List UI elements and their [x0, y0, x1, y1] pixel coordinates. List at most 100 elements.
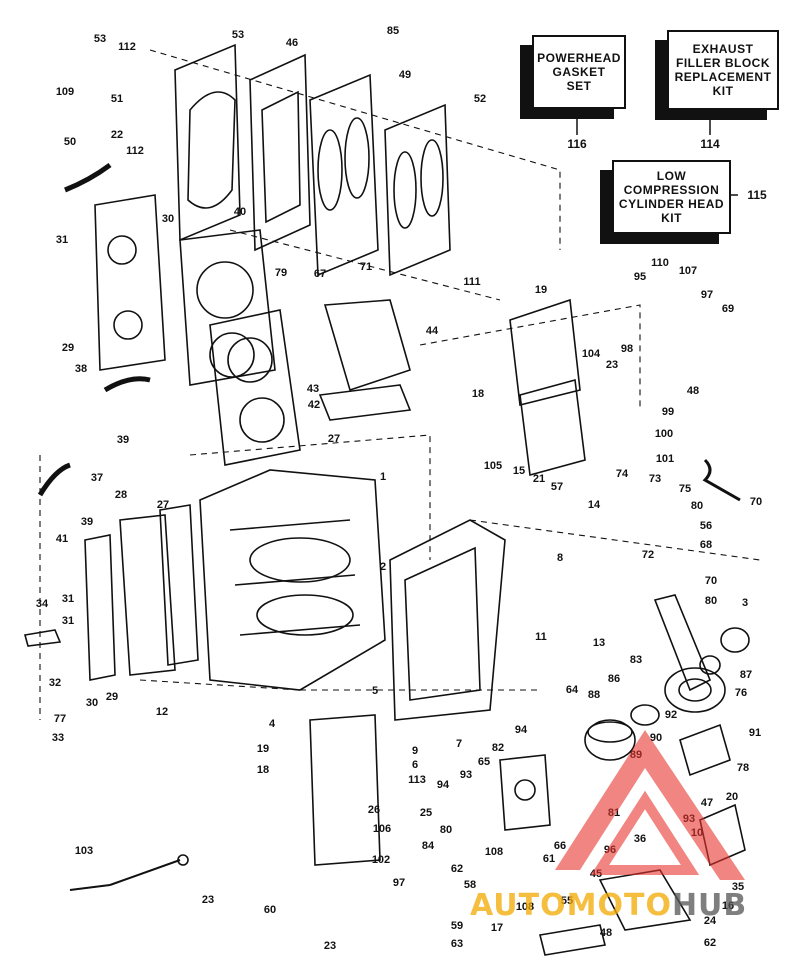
callout: 98 — [621, 343, 633, 355]
callout: 12 — [156, 706, 168, 718]
spark-plug — [23, 629, 62, 647]
kit-box-lowcomp-label: LOW COMPRESSION CYLINDER HEAD KIT — [618, 169, 725, 225]
callout: 88 — [588, 689, 600, 701]
callout: 101 — [656, 453, 674, 465]
callout: 47 — [701, 797, 713, 809]
callout: 6 — [412, 759, 418, 771]
callout: 42 — [308, 399, 320, 411]
callout: 30 — [162, 213, 174, 225]
callout: 33 — [52, 732, 64, 744]
callout: 112 — [118, 41, 136, 53]
callout: 31 — [62, 615, 74, 627]
cover-gasket — [249, 53, 311, 252]
callout: 46 — [286, 37, 298, 49]
callout: 41 — [56, 533, 68, 545]
callout: 22 — [111, 129, 123, 141]
callout: 70 — [750, 496, 762, 508]
callout: 111 — [463, 276, 480, 288]
callout: 15 — [513, 465, 525, 477]
callout: 2 — [380, 561, 386, 573]
callout: 16 — [722, 900, 734, 912]
callout: 85 — [387, 25, 399, 37]
callout: 32 — [49, 677, 61, 689]
callout: 8 — [557, 552, 563, 564]
callout: 31 — [56, 234, 68, 246]
callout: 38 — [75, 363, 87, 375]
callout: 52 — [474, 93, 486, 105]
callout: 11 — [535, 631, 547, 643]
callout: 21 — [533, 473, 545, 485]
callout: 58 — [464, 879, 476, 891]
callout: 23 — [202, 894, 214, 906]
kit-box-powerhead: POWERHEAD GASKET SET — [532, 35, 626, 109]
callout: 53 — [232, 29, 244, 41]
kit-lowcomp-ref: 115 — [747, 188, 767, 202]
callout: 61 — [543, 853, 555, 865]
fuel-hose — [37, 162, 741, 502]
callout: 84 — [422, 840, 435, 852]
watermark-part3: HUB — [671, 888, 748, 923]
callout: 19 — [257, 743, 269, 755]
callout: 60 — [264, 904, 276, 916]
callout: 51 — [111, 93, 123, 105]
callout: 34 — [36, 598, 49, 610]
callout: 56 — [700, 520, 712, 532]
callout: 67 — [314, 268, 326, 280]
callout: 64 — [566, 684, 579, 696]
callout: 40 — [234, 206, 246, 218]
callout: 97 — [393, 877, 405, 889]
callout: 86 — [608, 673, 620, 685]
callout: 108 — [485, 846, 503, 858]
callout: 109 — [56, 86, 74, 98]
kit-box-exhaust-label: EXHAUST FILLER BLOCK REPLACEMENT KIT — [674, 42, 772, 98]
watermark-text: AUTOMOTOHUB — [470, 888, 747, 923]
callout: 35 — [732, 881, 744, 893]
callout: 100 — [655, 428, 673, 440]
connecting-rod — [653, 594, 750, 713]
alignment-lines — [39, 49, 761, 720]
callout: 14 — [588, 499, 601, 511]
callout: 97 — [701, 289, 713, 301]
callout: 20 — [726, 791, 738, 803]
crankcase — [199, 469, 386, 691]
outer-gasket — [384, 103, 451, 277]
callout: 99 — [662, 406, 674, 418]
callout: 80 — [705, 595, 717, 607]
callout: 37 — [91, 472, 103, 484]
callout: 27 — [157, 499, 169, 511]
callout: 62 — [451, 863, 463, 875]
callout: 76 — [735, 687, 747, 699]
callout: 19 — [535, 284, 547, 296]
callout: 82 — [492, 742, 504, 754]
callout: 23 — [324, 940, 336, 952]
callout: 106 — [373, 823, 391, 835]
callout: 43 — [307, 383, 319, 395]
callout: 29 — [106, 691, 118, 703]
callout: 80 — [440, 824, 452, 836]
callout: 110 — [651, 257, 669, 269]
callout: 55 — [561, 895, 573, 907]
transfer-cover — [84, 504, 199, 681]
callout: 28 — [115, 489, 127, 501]
callout: 27 — [328, 433, 340, 445]
callout: 49 — [399, 69, 411, 81]
callout: 77 — [54, 713, 66, 725]
callout: 95 — [634, 271, 646, 283]
callout: 31 — [62, 593, 74, 605]
callout: 105 — [484, 460, 502, 472]
callout: 68 — [700, 539, 712, 551]
callout: 62 — [704, 937, 716, 949]
callout: 39 — [117, 434, 129, 446]
callout: 24 — [704, 915, 717, 927]
callout: 103 — [75, 845, 93, 857]
callout: 94 — [437, 779, 450, 791]
kit-box-lowcomp: LOW COMPRESSION CYLINDER HEAD KIT — [612, 160, 731, 234]
callout: 7 — [456, 738, 462, 750]
cylinder-cover — [174, 43, 241, 242]
callout: 72 — [642, 549, 654, 561]
callout: 13 — [593, 637, 605, 649]
callout: 94 — [515, 724, 528, 736]
kit-exhaust-ref: 114 — [700, 137, 720, 151]
exhaust-plate — [309, 73, 379, 277]
callout: 30 — [86, 697, 98, 709]
